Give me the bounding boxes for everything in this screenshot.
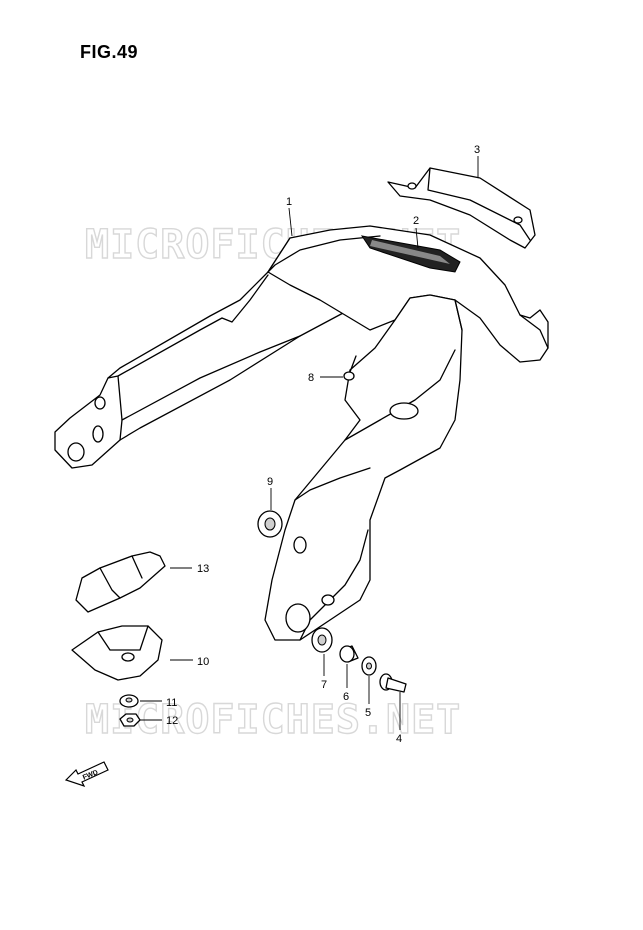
bolt-part-4 (379, 673, 407, 693)
grab-handle (387, 167, 536, 249)
washer-part-5 (361, 656, 377, 676)
collar-part-6 (339, 645, 359, 663)
leader-lines (140, 156, 479, 730)
callout-13: 13 (197, 563, 209, 575)
callout-10: 10 (197, 656, 209, 668)
callout-9: 9 (267, 476, 273, 488)
grommet-part-9 (257, 510, 283, 538)
callout-1: 1 (286, 196, 292, 208)
figure-title: FIG.49 (80, 42, 139, 62)
callout-12: 12 (166, 715, 178, 727)
callout-8: 8 (308, 372, 314, 384)
fwd-arrow-icon: FWD (64, 761, 109, 788)
emblem (360, 235, 461, 273)
callout-4: 4 (396, 733, 402, 745)
callout-11: 11 (166, 697, 177, 709)
bracket-part-10 (71, 625, 163, 681)
callout-5: 5 (365, 707, 371, 719)
callout-3: 3 (474, 144, 480, 156)
cushion-part-7 (311, 627, 333, 653)
washer-part-11 (119, 694, 139, 708)
callout-7: 7 (321, 679, 327, 691)
clip-part-13 (75, 551, 166, 613)
screw-part-8 (343, 355, 357, 381)
callout-2: 2 (413, 215, 419, 227)
callout-6: 6 (343, 691, 349, 703)
seat-tail-cover (54, 225, 549, 641)
